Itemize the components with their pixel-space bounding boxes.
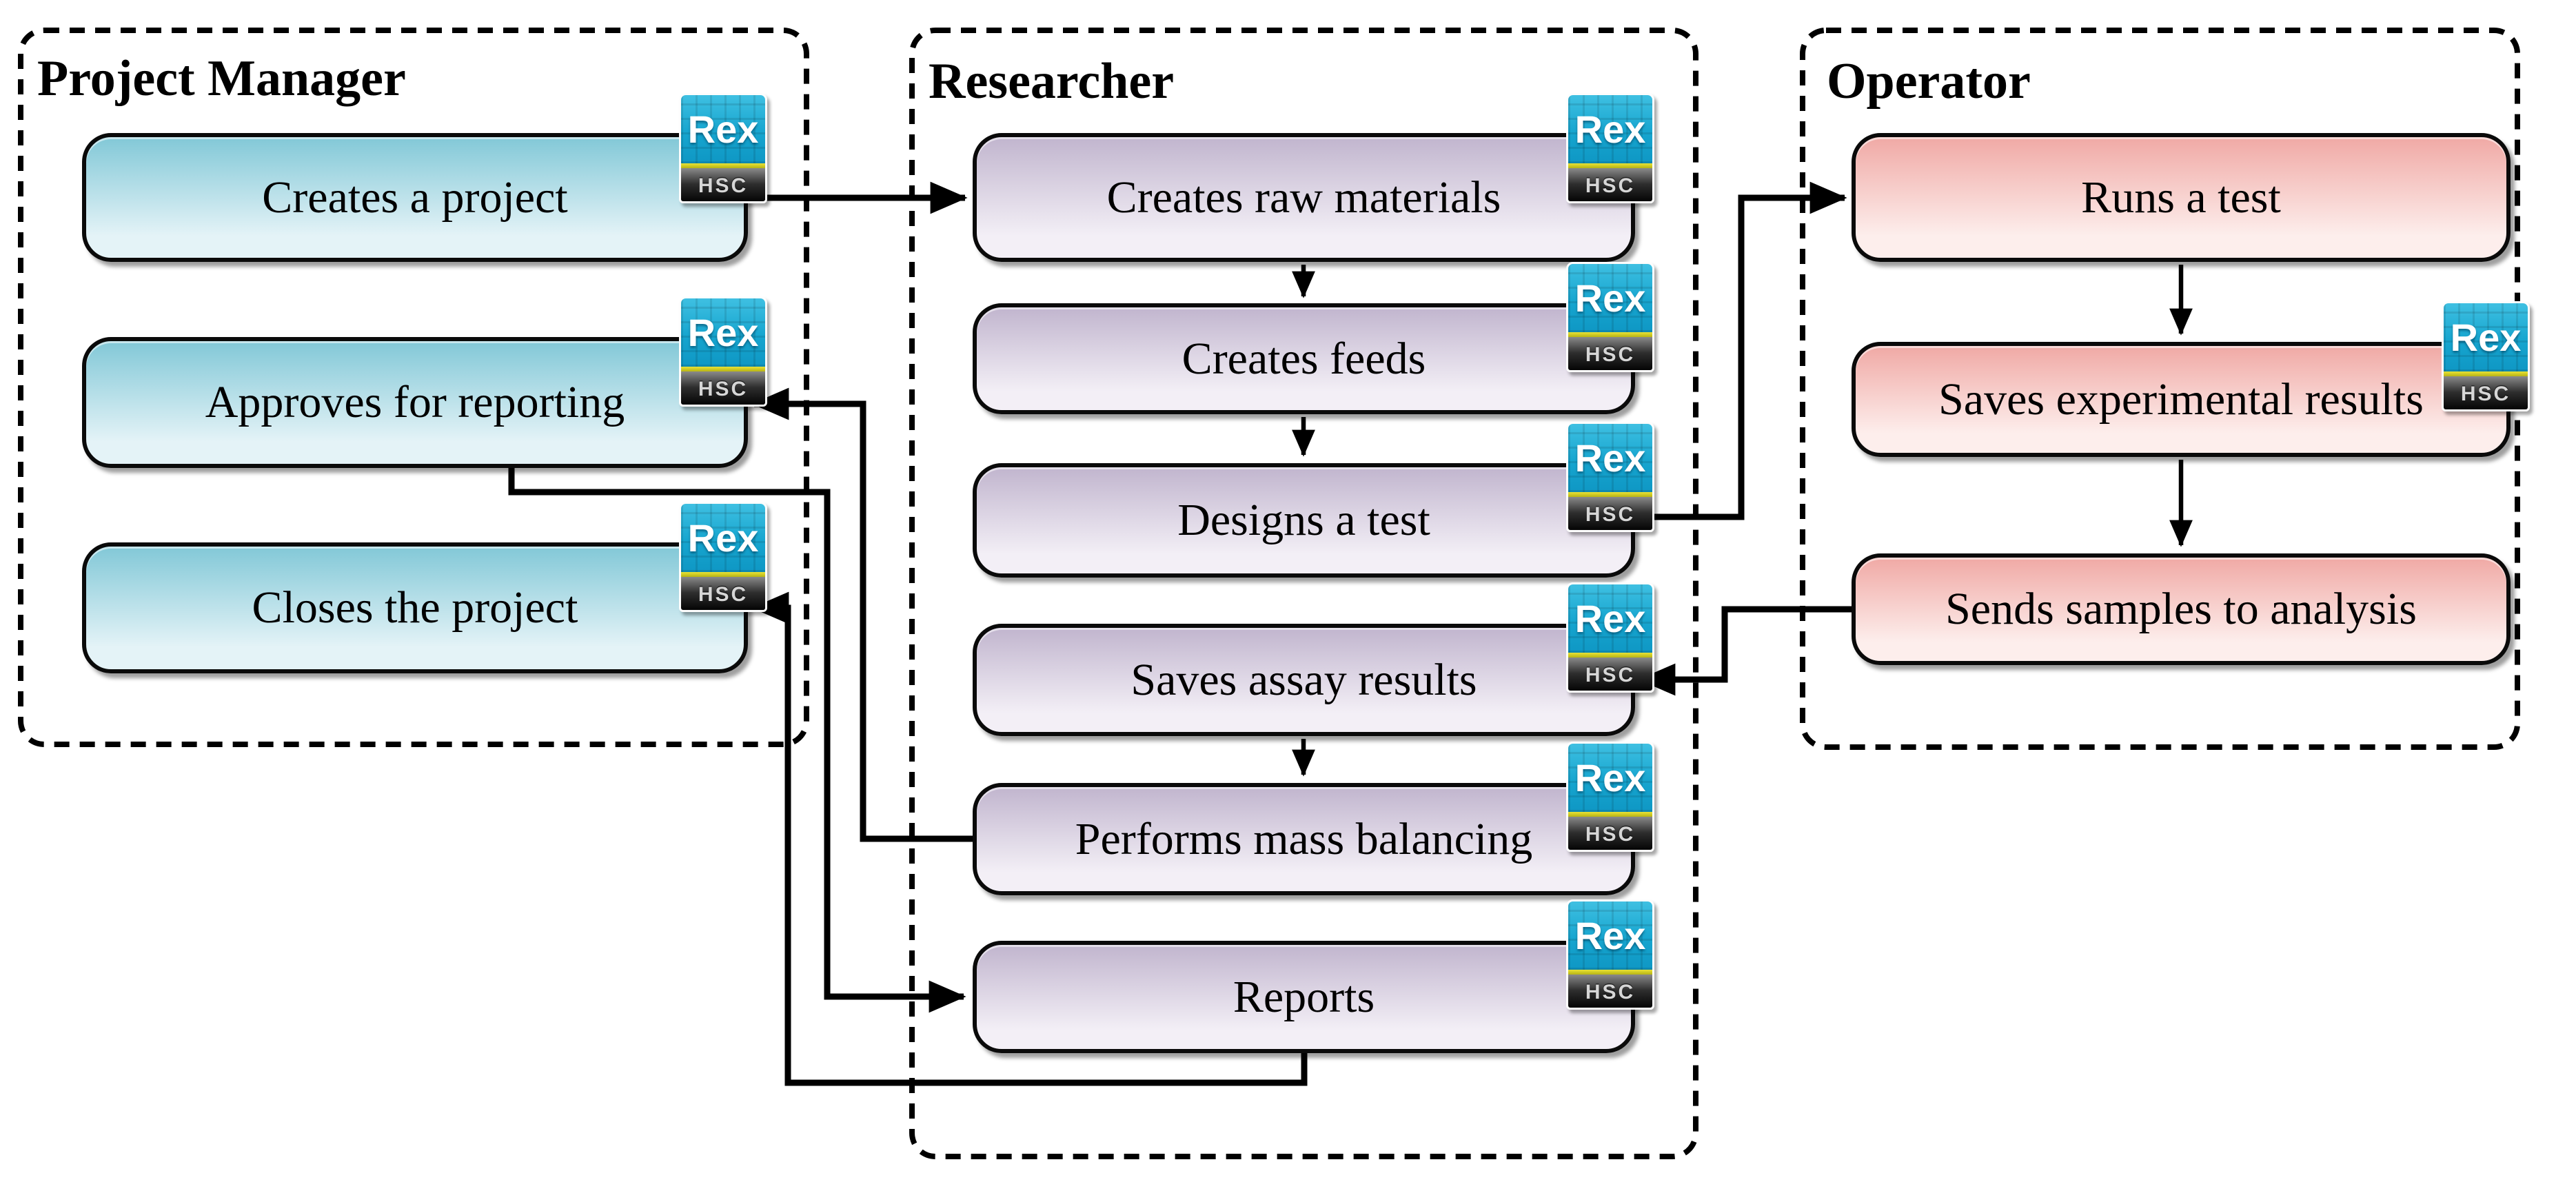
rex-logo: Rex — [1568, 95, 1652, 163]
rex-hsc-badge: Rex HSC — [2442, 301, 2530, 411]
flow-designs-test-to-runs-test — [1631, 181, 1847, 520]
hsc-logo-text: HSC — [1585, 980, 1636, 1003]
rex-logo-text: Rex — [687, 516, 759, 560]
rex-logo-text: Rex — [1574, 436, 1646, 480]
task-performs-mass-balancing: Performs mass balancing — [973, 783, 1635, 895]
rex-logo-text: Rex — [1574, 107, 1646, 151]
badge-divider — [1568, 163, 1652, 168]
hsc-logo: HSC — [1568, 658, 1652, 691]
lane-frame-project-manager — [18, 28, 809, 747]
lane-title-project-manager: Project Manager — [37, 50, 406, 107]
hsc-logo-text: HSC — [2460, 382, 2511, 405]
rex-logo: Rex — [1568, 901, 1652, 970]
badge-divider — [681, 163, 765, 168]
task-approves-for-reporting: Approves for reporting — [82, 337, 748, 468]
badge-divider — [1568, 332, 1652, 337]
rex-logo-text: Rex — [2450, 315, 2522, 359]
badge-divider — [681, 572, 765, 577]
hsc-logo: HSC — [681, 168, 765, 201]
badge-divider — [2444, 371, 2528, 376]
badge-divider — [1568, 653, 1652, 658]
rex-logo-text: Rex — [1574, 596, 1646, 640]
rex-logo: Rex — [681, 504, 765, 572]
task-creates-feeds: Creates feeds — [973, 303, 1635, 414]
hsc-logo-text: HSC — [1585, 663, 1636, 686]
hsc-logo-text: HSC — [698, 174, 749, 197]
rex-hsc-badge: Rex HSC — [1566, 742, 1654, 852]
lane-frame-researcher — [909, 28, 1698, 1159]
flow-reports-to-closes-project — [751, 591, 1308, 1086]
task-closes-the-project: Closes the project — [82, 542, 748, 673]
hsc-logo: HSC — [1568, 817, 1652, 850]
rex-logo: Rex — [1568, 264, 1652, 332]
rex-logo-text: Rex — [1574, 276, 1646, 320]
rex-hsc-badge: Rex HSC — [1566, 582, 1654, 693]
rex-hsc-badge: Rex HSC — [679, 93, 767, 203]
task-saves-experimental-results: Saves experimental results — [1852, 342, 2511, 457]
hsc-logo: HSC — [681, 371, 765, 405]
rex-logo-text: Rex — [1574, 755, 1646, 799]
rex-hsc-badge: Rex HSC — [1566, 262, 1654, 372]
rex-hsc-badge: Rex HSC — [679, 502, 767, 612]
rex-logo: Rex — [1568, 744, 1652, 812]
lane-title-operator: Operator — [1827, 53, 2031, 110]
badge-divider — [1568, 812, 1652, 817]
hsc-logo-text: HSC — [1585, 174, 1636, 197]
flow-mass-balancing-to-approves — [751, 387, 977, 842]
lane-frame-operator — [1800, 28, 2520, 750]
task-runs-a-test: Runs a test — [1852, 133, 2511, 262]
hsc-logo-text: HSC — [698, 582, 749, 606]
rex-logo: Rex — [1568, 424, 1652, 492]
rex-logo: Rex — [681, 95, 765, 163]
rex-hsc-badge: Rex HSC — [679, 296, 767, 407]
badge-divider — [681, 367, 765, 371]
flow-approves-to-reports — [508, 464, 966, 1013]
task-reports: Reports — [973, 941, 1635, 1053]
hsc-logo: HSC — [1568, 337, 1652, 370]
task-creates-raw-materials: Creates raw materials — [973, 133, 1635, 262]
rex-hsc-badge: Rex HSC — [1566, 422, 1654, 532]
hsc-logo: HSC — [2444, 376, 2528, 409]
hsc-logo-text: HSC — [698, 377, 749, 400]
lane-title-researcher: Researcher — [929, 53, 1175, 110]
task-designs-a-test: Designs a test — [973, 463, 1635, 578]
flow-sends-samples-to-saves-assay — [1638, 606, 1856, 696]
rex-logo-text: Rex — [687, 310, 759, 354]
rex-hsc-badge: Rex HSC — [1566, 899, 1654, 1010]
hsc-logo: HSC — [1568, 975, 1652, 1008]
hsc-logo-text: HSC — [1585, 822, 1636, 846]
task-sends-samples-to-analysis: Sends samples to analysis — [1852, 553, 2511, 665]
hsc-logo-text: HSC — [1585, 502, 1636, 526]
task-saves-assay-results: Saves assay results — [973, 624, 1635, 736]
hsc-logo-text: HSC — [1585, 343, 1636, 366]
badge-divider — [1568, 970, 1652, 975]
task-creates-a-project: Creates a project — [82, 133, 748, 262]
rex-logo-text: Rex — [687, 107, 759, 151]
rex-hsc-badge: Rex HSC — [1566, 93, 1654, 203]
hsc-logo: HSC — [681, 577, 765, 610]
rex-logo: Rex — [2444, 303, 2528, 371]
rex-logo-text: Rex — [1574, 913, 1646, 957]
badge-divider — [1568, 492, 1652, 497]
rex-logo: Rex — [1568, 584, 1652, 653]
rex-logo: Rex — [681, 298, 765, 367]
hsc-logo: HSC — [1568, 168, 1652, 201]
hsc-logo: HSC — [1568, 497, 1652, 530]
